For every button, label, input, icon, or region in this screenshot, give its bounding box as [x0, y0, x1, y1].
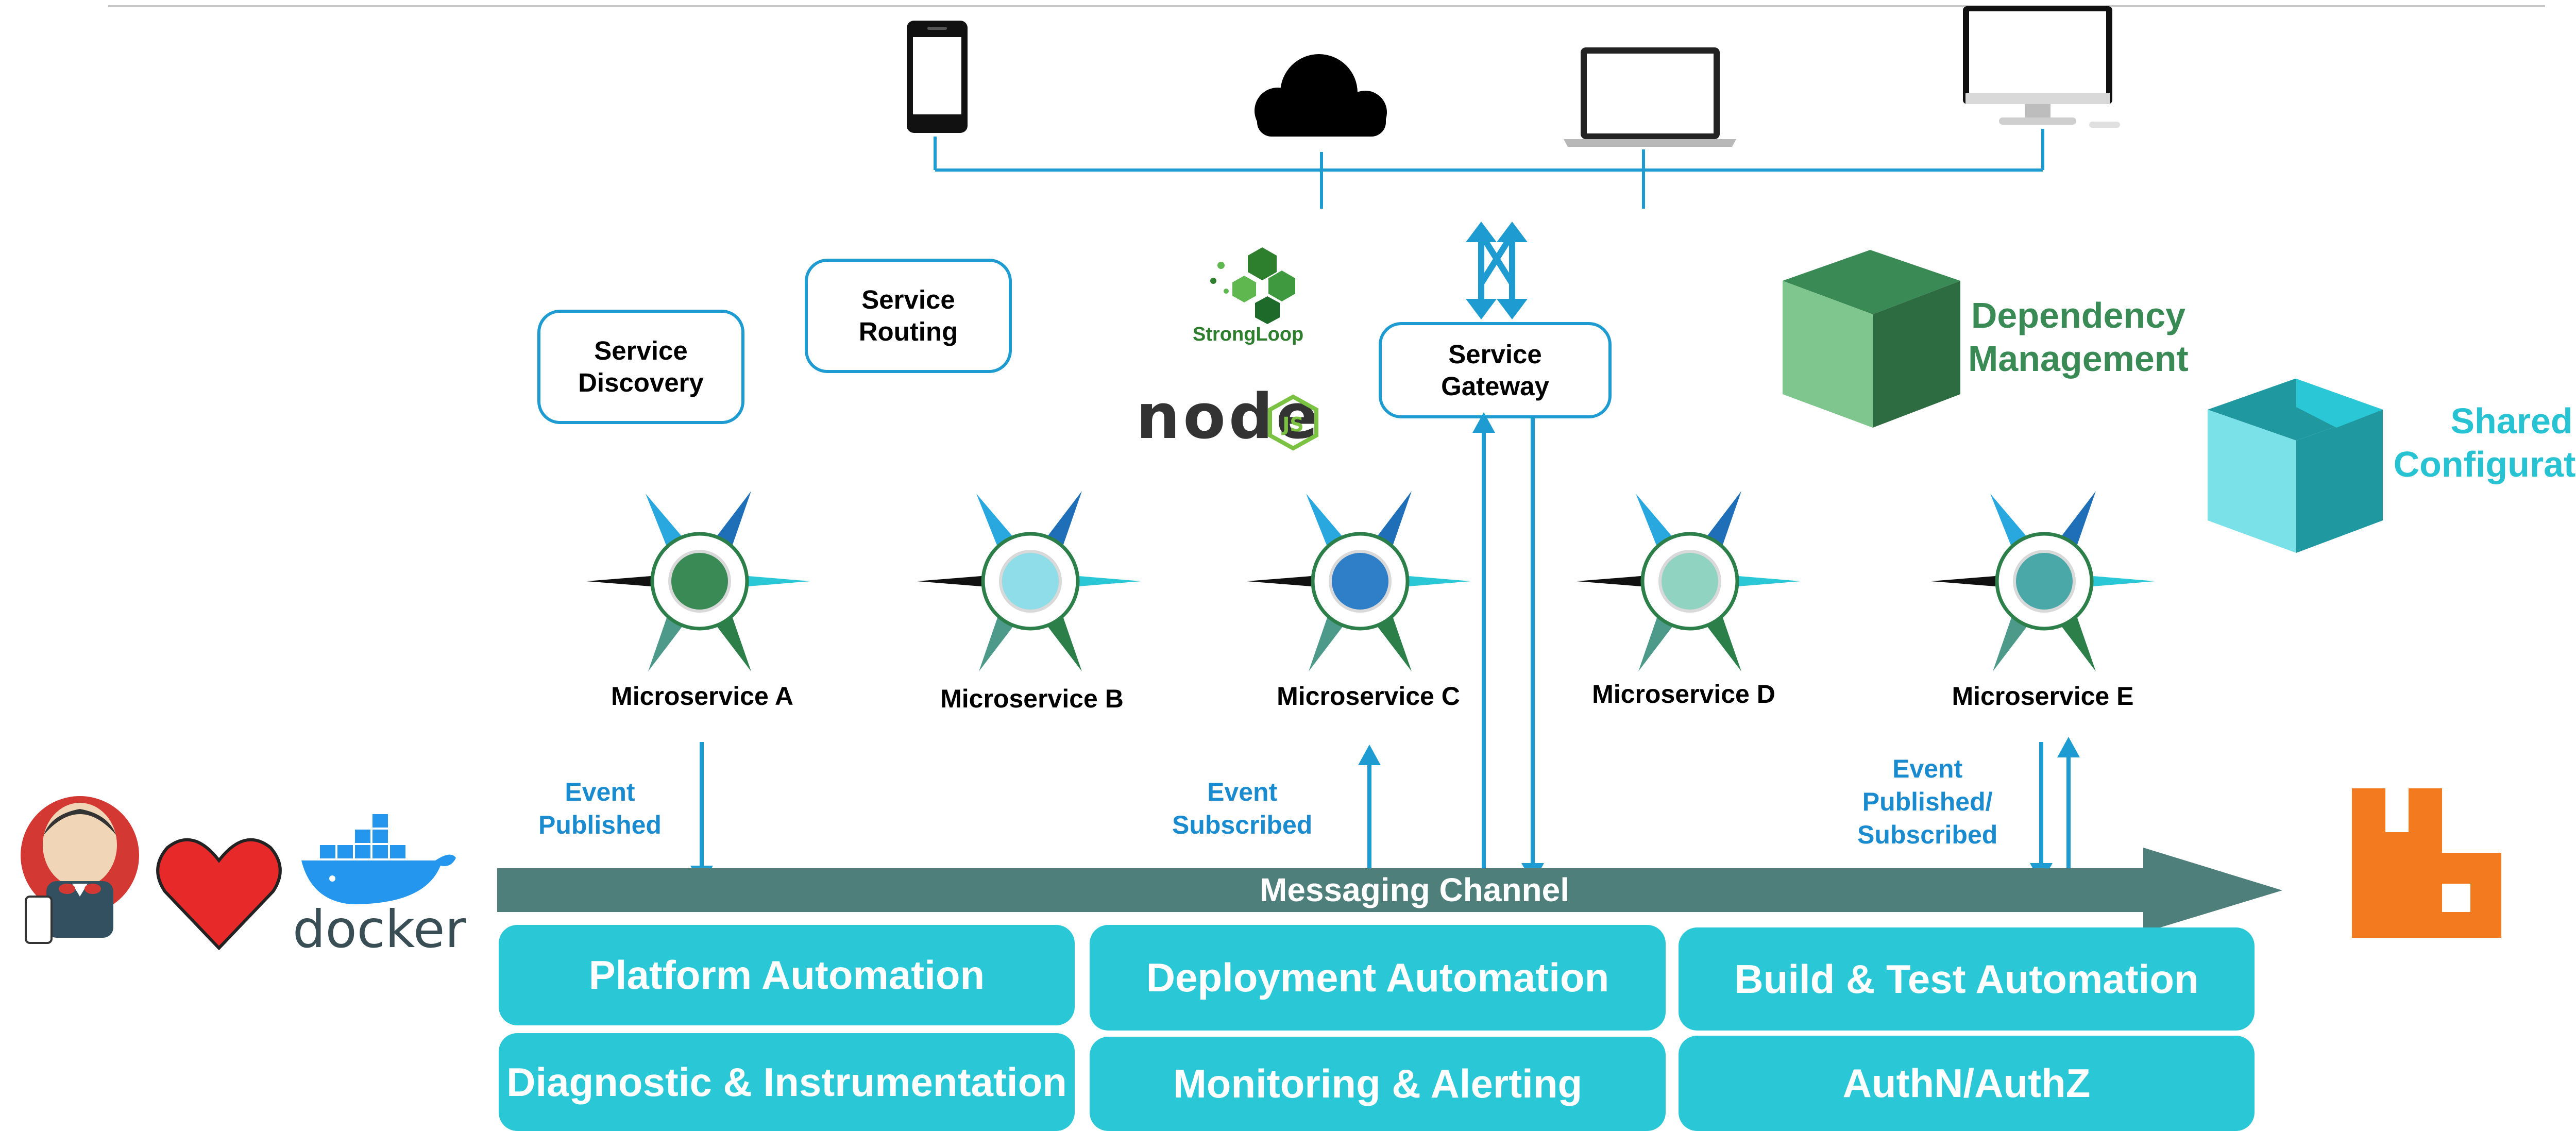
service-gateway-line1: Service	[1448, 339, 1542, 369]
microservice-a-label: Microservice A	[611, 682, 793, 711]
client-devices	[907, 6, 2120, 209]
laptop-icon	[1564, 47, 1736, 147]
dependency-line1: Dependency	[1971, 295, 2186, 335]
jenkins-logo	[21, 796, 139, 944]
microservice-b-icon	[917, 491, 1141, 671]
strongloop-logo	[1210, 247, 1295, 324]
microservice-e-label: Microservice E	[1952, 682, 2134, 711]
event-arrows	[690, 412, 2080, 886]
docker-whale-icon	[301, 814, 456, 904]
shared-configuration-label: Shared Configuration	[2388, 399, 2576, 486]
tile-build-test-automation: Build & Test Automation	[1679, 927, 2255, 1031]
service-gateway-box: Service Gateway	[1379, 322, 1612, 418]
event-subscribed-line2: Subscribed	[1172, 811, 1313, 839]
dependency-management-label: Dependency Management	[1968, 294, 2189, 380]
top-divider	[108, 5, 2545, 7]
nodejs-hex-icon: JS	[1268, 394, 1318, 451]
shared-config-cube-icon	[2208, 379, 2383, 553]
rabbitmq-logo	[2352, 788, 2501, 938]
event-published-line2: Published	[538, 811, 662, 839]
microservice-d-icon	[1577, 491, 1801, 671]
service-discovery-line1: Service	[594, 336, 688, 365]
gateway-bidirectional-arrows	[1466, 222, 1528, 319]
svg-text:JS: JS	[1281, 413, 1304, 436]
nodejs-logo-text: node	[1136, 381, 1321, 453]
docker-text: docker	[293, 899, 466, 959]
tile-diagnostic-instrumentation: Diagnostic & Instrumentation	[499, 1033, 1075, 1131]
event-subscribed-line1: Event	[1207, 778, 1278, 806]
event-pubsub-line2: Published/	[1862, 787, 1993, 816]
event-pubsub-label: Event Published/ Subscribed	[1857, 752, 1997, 851]
event-subscribed-label: Event Subscribed	[1172, 775, 1312, 841]
dependency-cube-icon	[1783, 250, 1960, 428]
cloud-icon	[1255, 54, 1387, 137]
phone-icon	[907, 21, 968, 133]
microservice-b-label: Microservice B	[940, 684, 1124, 713]
monitor-icon	[1963, 6, 2120, 128]
service-gateway-line2: Gateway	[1441, 371, 1549, 401]
event-pubsub-line3: Subscribed	[1857, 820, 1998, 849]
tile-platform-automation: Platform Automation	[499, 925, 1075, 1025]
service-discovery-line2: Discovery	[578, 368, 704, 397]
tile-monitoring-alerting: Monitoring & Alerting	[1090, 1037, 1666, 1131]
microservices-icons	[586, 491, 2155, 671]
service-routing-box: Service Routing	[805, 259, 1012, 373]
microservice-c-label: Microservice C	[1277, 682, 1460, 711]
dependency-line2: Management	[1968, 339, 2189, 379]
microservice-c-icon	[1247, 491, 1471, 671]
messaging-channel-label: Messaging Channel	[1260, 871, 1569, 908]
microservice-e-icon	[1931, 491, 2155, 671]
microservice-a-icon	[586, 491, 810, 671]
tile-deployment-automation: Deployment Automation	[1090, 925, 1666, 1031]
microservice-d-label: Microservice D	[1592, 680, 1775, 708]
service-routing-line1: Service	[861, 285, 955, 314]
heart-icon	[156, 838, 282, 951]
strongloop-text: StrongLoop	[1193, 324, 1304, 345]
service-routing-line2: Routing	[858, 317, 958, 346]
tile-authn-authz: AuthN/AuthZ	[1679, 1036, 2255, 1131]
event-pubsub-line1: Event	[1892, 754, 1963, 783]
service-discovery-box: Service Discovery	[537, 310, 744, 424]
shared-config-line2: Configuration	[2393, 444, 2576, 484]
shared-config-line1: Shared	[2450, 401, 2573, 441]
event-published-line1: Event	[565, 778, 635, 806]
messaging-channel-arrow	[497, 848, 2282, 933]
event-published-label: Event Published	[538, 775, 662, 841]
